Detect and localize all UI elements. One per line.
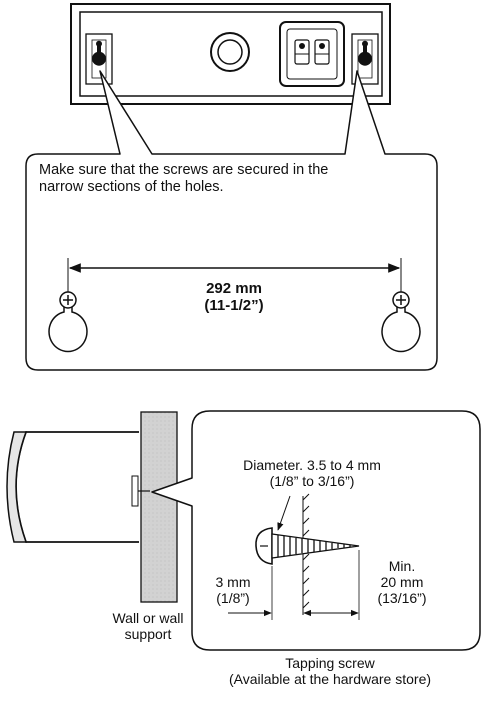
head-inch-label: (1/8”) xyxy=(216,590,250,606)
spacing-mm-label: 292 mm xyxy=(206,280,262,297)
min-mm-label: 20 mm xyxy=(380,574,424,590)
speaker-side-view xyxy=(6,431,139,543)
tapping-source-label: (Available at the hardware store) xyxy=(228,671,432,687)
diameter-label: Diameter. 3.5 to 4 mm xyxy=(243,457,381,473)
bass-port xyxy=(210,32,250,72)
tapping-screw-label: Tapping screw xyxy=(285,655,375,671)
callout-note-line2: narrow sections of the holes. xyxy=(39,179,224,195)
bottom-callout-bubble xyxy=(151,410,481,651)
min-inch-label: (13/16”) xyxy=(377,590,427,606)
wall-label: Wall or wall xyxy=(112,610,184,626)
spacing-inch-label: (11-1/2”) xyxy=(204,297,264,314)
right-keyhole-screw xyxy=(381,291,421,353)
tapping-screw-detail xyxy=(228,493,360,620)
left-keyhole-screw xyxy=(48,291,88,353)
spacing-dimension xyxy=(67,258,402,296)
head-mm-label: 3 mm xyxy=(215,574,251,590)
top-callout-bubble xyxy=(25,70,438,371)
left-keyhole-bracket xyxy=(85,33,113,85)
wall xyxy=(140,411,178,603)
min-label: Min. xyxy=(388,558,416,574)
wall-support-label: support xyxy=(124,626,172,642)
speaker-terminal xyxy=(279,21,345,87)
right-keyhole-bracket xyxy=(351,33,379,85)
diameter-inch-label: (1/8” to 3/16”) xyxy=(269,473,355,489)
callout-note-line1: Make sure that the screws are secured in… xyxy=(39,162,329,178)
wall-screw-small xyxy=(131,475,150,507)
